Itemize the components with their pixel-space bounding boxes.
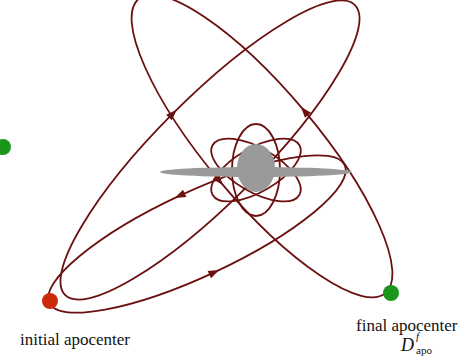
orbit-loop (25, 0, 394, 335)
superscript: f (416, 331, 419, 342)
apocenter-dot (42, 293, 58, 309)
subscript: apo (416, 345, 432, 356)
orbit-loop (93, 0, 430, 331)
point-label: final apocenter (356, 317, 457, 334)
orbit-loop (30, 123, 364, 344)
point-label: initial apocenter (20, 331, 130, 348)
apocenter-dot (0, 139, 11, 155)
apocenter-dot (383, 285, 399, 301)
symbol: D (401, 336, 414, 354)
galaxy-bulge (237, 144, 275, 192)
